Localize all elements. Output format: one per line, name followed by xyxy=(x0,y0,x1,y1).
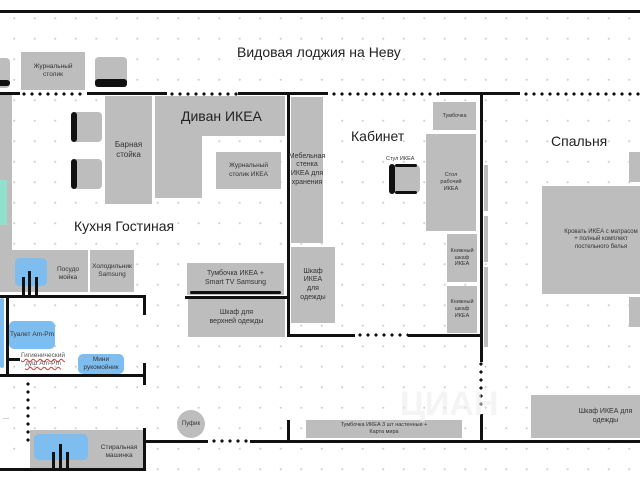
bedroom-wardrobe: Шкаф ИКЕА для одежды xyxy=(531,395,640,438)
bedroom-side-strip-1 xyxy=(484,165,488,211)
washing-machine-label: Стиральная машинка xyxy=(100,444,138,460)
kitchen-appliance-left xyxy=(0,180,7,225)
wall-loggia-1 xyxy=(0,92,20,95)
sink-pipe-1 xyxy=(22,277,25,295)
room-label-kitchen-living: Кухня Гостиная xyxy=(74,218,175,234)
bedroom-nightstand-top xyxy=(629,152,640,182)
hall-wall-1 xyxy=(145,440,208,443)
chair-ikea-label: Стул ИКЕА xyxy=(386,156,415,162)
coffee-table-ikea: Журнальный столик ИКЕА xyxy=(216,152,281,189)
dishwasher-label: Посудо мойка xyxy=(57,266,79,282)
desk: Стол рабочий ИКЕА xyxy=(426,134,476,231)
window-3 xyxy=(330,92,440,96)
loggia-coffee-table: Журнальный столик xyxy=(21,52,85,90)
left-partial-label: … xyxy=(2,414,10,421)
kitchen-counter-left xyxy=(0,95,12,255)
study-wall-bottom-2 xyxy=(408,334,482,337)
sofa-label: Диван ИКЕА xyxy=(181,108,262,124)
wall-cabinets: Тумбочка ИКЕА 3 шт настенные + Карта мир… xyxy=(306,420,462,438)
pouf: Пуфик xyxy=(177,410,205,438)
study-wall-right xyxy=(480,92,483,362)
toilet: Туалет Am-Pm xyxy=(9,321,55,349)
sofa-side xyxy=(155,96,202,198)
bar-chair-2-back xyxy=(71,159,77,189)
bar-chair-1-back xyxy=(71,112,77,142)
bar-chair-1 xyxy=(72,112,102,142)
room-label-bedroom: Спальня xyxy=(551,133,608,149)
fridge: Холодильник Samsung xyxy=(90,250,134,292)
bar-counter: Барная стойка xyxy=(105,96,152,204)
bathroom-wall-bottom xyxy=(0,374,145,377)
laundry-door xyxy=(26,380,30,445)
wall-loggia-2 xyxy=(87,92,167,95)
watermark: ЦИАН xyxy=(400,385,499,423)
sink-pipe-2 xyxy=(28,271,31,295)
study-door xyxy=(356,333,408,337)
hall-wall-2 xyxy=(250,440,640,443)
study-chair-back xyxy=(389,164,395,194)
window-1 xyxy=(20,92,86,96)
sink-pipe-3 xyxy=(35,277,38,295)
laundry-wall-right xyxy=(143,428,146,470)
wm-pipe-2 xyxy=(59,444,62,470)
room-label-study: Кабинет xyxy=(351,128,405,144)
bedroom-door-lower xyxy=(479,360,483,410)
hall-door xyxy=(210,439,250,443)
window-4 xyxy=(522,92,640,96)
laundry-wall-bottom xyxy=(0,468,146,471)
study-wall-bottom-1 xyxy=(287,334,355,337)
study-wall-left xyxy=(287,92,290,336)
study-chair xyxy=(390,165,420,193)
bar-chair-2 xyxy=(72,159,102,189)
wall-loggia-3 xyxy=(238,92,328,95)
storage-wall: Мебельная стенка ИКЕА для хранения xyxy=(289,97,325,243)
sink xyxy=(15,258,47,286)
hall-stub xyxy=(287,420,290,442)
bathroom-wall-top xyxy=(0,295,145,298)
loggia-chair-right-back xyxy=(95,79,127,87)
bathroom-wall-left xyxy=(6,295,9,375)
bedroom-side-strip-2 xyxy=(484,216,488,262)
nightstand: Тумбочка xyxy=(433,102,476,130)
bedroom-wall-lower xyxy=(480,414,483,442)
bookcase-2: Книжный шкаф ИКЕА xyxy=(447,286,477,333)
wall-tv xyxy=(185,296,289,299)
room-label-loggia: Видовая лоджия на Неву xyxy=(237,44,401,60)
outer-wall-top xyxy=(0,10,640,13)
tv-stand: Тумбочка ИКЕА + Smart TV Samsung xyxy=(187,263,284,295)
left-blue-strip xyxy=(0,298,4,368)
clothes-wardrobe-ikea: Шкаф ИКЕА для одежды xyxy=(291,247,335,323)
bedroom-side-strip-3 xyxy=(484,267,488,347)
mini-sink: Мини рукомойник xyxy=(78,354,124,374)
wm-pipe-1 xyxy=(52,452,55,470)
study-chair-arm-top xyxy=(395,164,417,167)
window-2 xyxy=(168,92,238,96)
bed: Кровать ИКЕА с матрасом + полный комплек… xyxy=(542,186,640,294)
wm-pipe-3 xyxy=(66,452,69,470)
shower-stub xyxy=(6,358,20,361)
hygienic-shower-label: Гигиенический душ Am-Pm xyxy=(21,352,65,368)
study-chair-arm-bottom xyxy=(395,191,417,194)
loggia-chair-left-back xyxy=(0,80,10,86)
bedroom-nightstand-bottom xyxy=(629,297,640,327)
loggia-chair-left xyxy=(0,58,10,88)
bathroom-wall-right-upper xyxy=(143,295,146,315)
outerwear-wardrobe: Шкаф для верхней одежды xyxy=(188,299,285,337)
bookcase-1: Книжный шкаф ИКЕА xyxy=(447,234,477,282)
tv-screen xyxy=(190,291,281,294)
